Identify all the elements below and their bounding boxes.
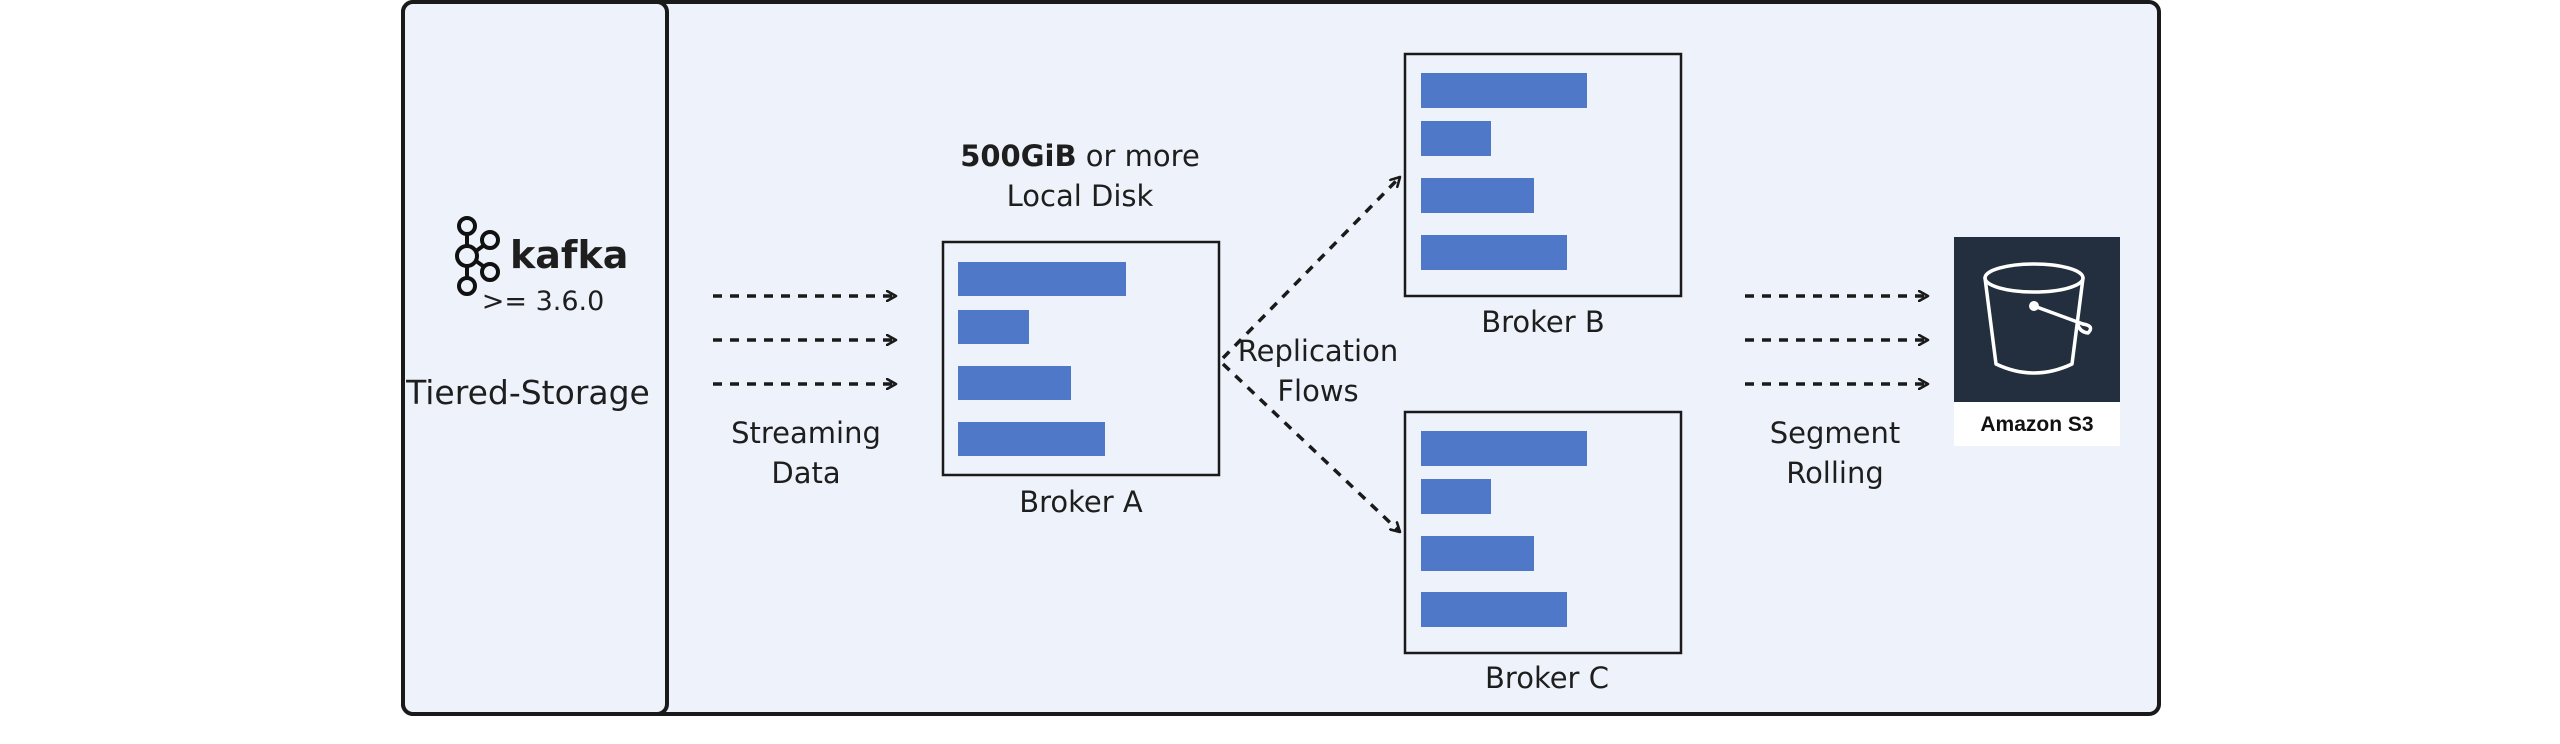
broker-c-bars [1421, 431, 1587, 627]
broker-b-bars [1421, 73, 1587, 270]
tiered-storage-title: Tiered-Storage [405, 373, 650, 412]
broker-c-bar [1421, 479, 1491, 514]
broker-a-bar [958, 422, 1105, 456]
broker-a-bar [958, 310, 1029, 344]
broker-b-bar [1421, 73, 1587, 108]
replication-label-line1: Replication [1238, 334, 1398, 368]
sidebar-panel [401, 0, 669, 716]
segment-arrows [1745, 296, 1928, 384]
broker-a-bars [958, 262, 1126, 456]
kafka-version: >= 3.6.0 [482, 286, 605, 317]
s3-bucket-pin [2029, 301, 2039, 311]
segment-label-line2: Rolling [1786, 456, 1884, 490]
dashed-arrow-icon [1221, 177, 1400, 360]
broker-a-bar [958, 366, 1071, 400]
broker-c-box [1403, 410, 1683, 655]
broker-a-local-disk: Local Disk [1007, 179, 1154, 213]
kafka-logo-text: kafka [510, 233, 628, 277]
broker-a-name: Broker A [1019, 485, 1143, 519]
broker-a-capacity-bold: 500GiB [960, 139, 1076, 173]
kafka-logo-icon [455, 216, 500, 296]
s3-label: Amazon S3 [1980, 413, 2093, 436]
replication-arrows [1221, 177, 1400, 532]
s3-bucket-icon [1983, 262, 2093, 375]
s3-icon-bg [1954, 237, 2120, 402]
broker-c-bar [1421, 536, 1534, 571]
broker-b-bar [1421, 178, 1534, 213]
broker-b-box [1403, 52, 1683, 298]
broker-a-capacity-rest: or more [1077, 139, 1200, 173]
broker-c-bar [1421, 592, 1567, 627]
replication-label-line2: Flows [1277, 374, 1358, 408]
dashed-arrow-icon [1221, 362, 1400, 532]
streaming-label-line2: Data [771, 456, 840, 490]
broker-c-name: Broker C [1485, 661, 1609, 695]
broker-c-bar [1421, 431, 1587, 466]
streaming-arrows [713, 296, 896, 384]
broker-a-capacity-label: 500GiB or more [960, 139, 1200, 173]
broker-b-name: Broker B [1481, 305, 1605, 339]
broker-a-box [941, 240, 1221, 477]
broker-b-bar [1421, 235, 1567, 270]
streaming-label-line1: Streaming [731, 416, 881, 450]
segment-label-line1: Segment [1770, 416, 1901, 450]
broker-a-bar [958, 262, 1126, 296]
broker-b-bar [1421, 121, 1491, 156]
